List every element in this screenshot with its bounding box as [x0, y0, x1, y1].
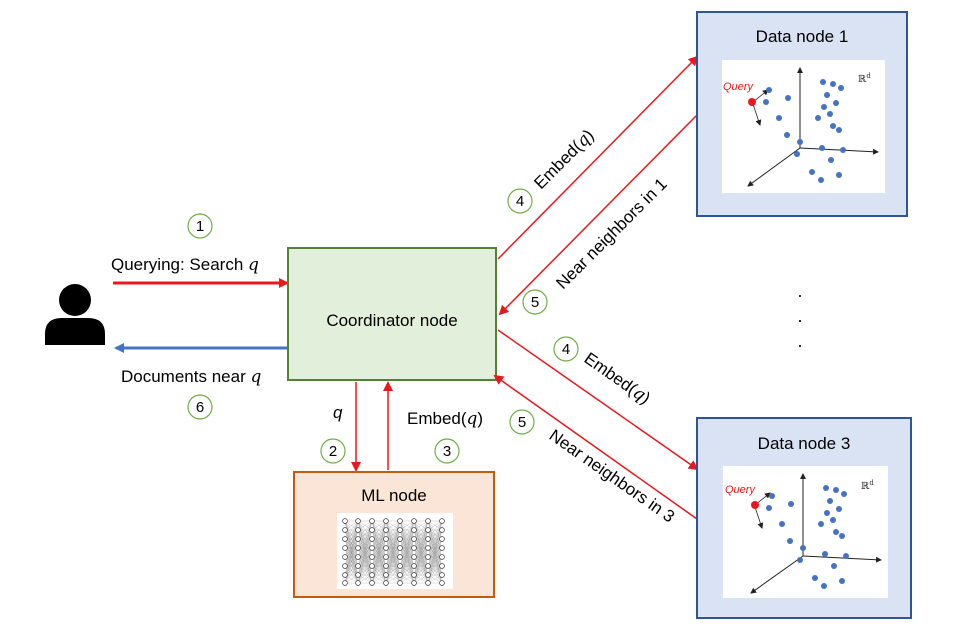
data-point: [827, 111, 833, 117]
data-point: [815, 115, 821, 121]
data-point: [839, 533, 845, 539]
data-point: [823, 485, 829, 491]
svg-text:4: 4: [562, 341, 570, 358]
embed-to-node3-arrow: [497, 329, 699, 471]
data-point: [820, 79, 826, 85]
data-point: [797, 557, 803, 563]
svg-text:5: 5: [518, 414, 526, 431]
data-point: [841, 491, 847, 497]
data-point: [822, 551, 828, 557]
data-point: [776, 115, 782, 121]
data-point: [838, 85, 844, 91]
step-3-badge: 3: [434, 438, 460, 464]
svg-text:1: 1: [196, 218, 204, 235]
svg-text:4: 4: [516, 193, 524, 210]
data-point: [833, 487, 839, 493]
svg-text:·: ·: [797, 335, 803, 355]
svg-text:6: 6: [196, 399, 204, 416]
step-4a-badge: 4: [507, 188, 533, 214]
data-point: [836, 172, 842, 178]
step-5a-badge: 5: [522, 289, 548, 315]
data-point: [809, 169, 815, 175]
data-point: [818, 521, 824, 527]
embedding-space-plot: Query ℝd: [722, 60, 885, 193]
data-point: [828, 157, 834, 163]
data-point: [824, 510, 830, 516]
neural-network-icon: [337, 513, 453, 589]
step-4b-label: Embed(q): [580, 349, 654, 409]
step-6-label: Documents near q: [121, 367, 261, 387]
data-point: [821, 583, 827, 589]
data-point: [840, 147, 846, 153]
data-point: [824, 92, 830, 98]
svg-text:Query: Query: [723, 81, 754, 93]
step-2-label: q: [333, 403, 343, 422]
svg-text:ML node: ML node: [361, 486, 427, 505]
svg-text:·: ·: [797, 310, 803, 330]
step-5b-badge: 5: [509, 409, 535, 435]
data-node-3: Data node 3 Query ℝd: [696, 417, 912, 619]
embed-to-node1-arrow: [497, 55, 699, 260]
step-4b-badge: 4: [553, 336, 579, 362]
data-point: [766, 87, 772, 93]
data-point: [800, 545, 806, 551]
data-point: [784, 132, 790, 138]
data-point: [830, 81, 836, 87]
data-point: [788, 501, 794, 507]
ml-node: ML node: [293, 471, 495, 598]
data-point: [821, 104, 827, 110]
svg-text:ℝd: ℝd: [858, 72, 871, 85]
data-point: [836, 127, 842, 133]
more-nodes-ellipsis: · · ·: [797, 285, 803, 355]
step-5b-label: Near neighbors in 3: [546, 426, 678, 527]
data-point: [830, 517, 836, 523]
step-1-badge: 1: [187, 213, 213, 239]
data-point: [831, 563, 837, 569]
query-point: [751, 501, 759, 509]
neighbors-from-node1-arrow: [498, 114, 698, 316]
data-point: [779, 521, 785, 527]
data-point: [794, 151, 800, 157]
svg-text:Data node 3: Data node 3: [758, 434, 851, 453]
data-point: [763, 99, 769, 105]
data-point: [766, 505, 772, 511]
data-point: [836, 506, 842, 512]
svg-text:3: 3: [443, 443, 451, 460]
data-point: [812, 575, 818, 581]
step-4a-label: Embed(q): [530, 126, 598, 194]
data-point: [785, 95, 791, 101]
data-point: [833, 529, 839, 535]
svg-text:Coordinator node: Coordinator node: [326, 311, 457, 330]
data-point: [819, 145, 825, 151]
neighbors-from-node3-arrow: [493, 374, 698, 520]
user-icon: [45, 284, 105, 345]
step-2-badge: 2: [320, 438, 346, 464]
svg-text:Data node 1: Data node 1: [756, 27, 849, 46]
data-point: [833, 100, 839, 106]
data-point: [830, 123, 836, 129]
data-point: [843, 553, 849, 559]
step-1-label: Querying: Search q: [111, 255, 259, 275]
svg-text:2: 2: [329, 443, 337, 460]
svg-text:Query: Query: [725, 484, 756, 496]
coordinator-node: Coordinator node: [287, 247, 497, 381]
svg-text:5: 5: [531, 294, 539, 311]
step-5a-label: Near neighbors in 1: [552, 174, 670, 292]
step-6-badge: 6: [187, 394, 213, 420]
svg-text:ℝd: ℝd: [861, 479, 874, 492]
embedding-space-plot: Query ℝd: [723, 466, 888, 598]
data-point: [769, 493, 775, 499]
data-point: [797, 139, 803, 145]
data-point: [818, 177, 824, 183]
svg-text:·: ·: [797, 285, 803, 305]
data-point: [787, 538, 793, 544]
data-point: [839, 578, 845, 584]
data-point: [827, 498, 833, 504]
query-point: [748, 98, 756, 106]
step-3-label: Embed(q): [407, 409, 483, 429]
data-node-1: Data node 1 Query ℝd: [696, 11, 908, 217]
